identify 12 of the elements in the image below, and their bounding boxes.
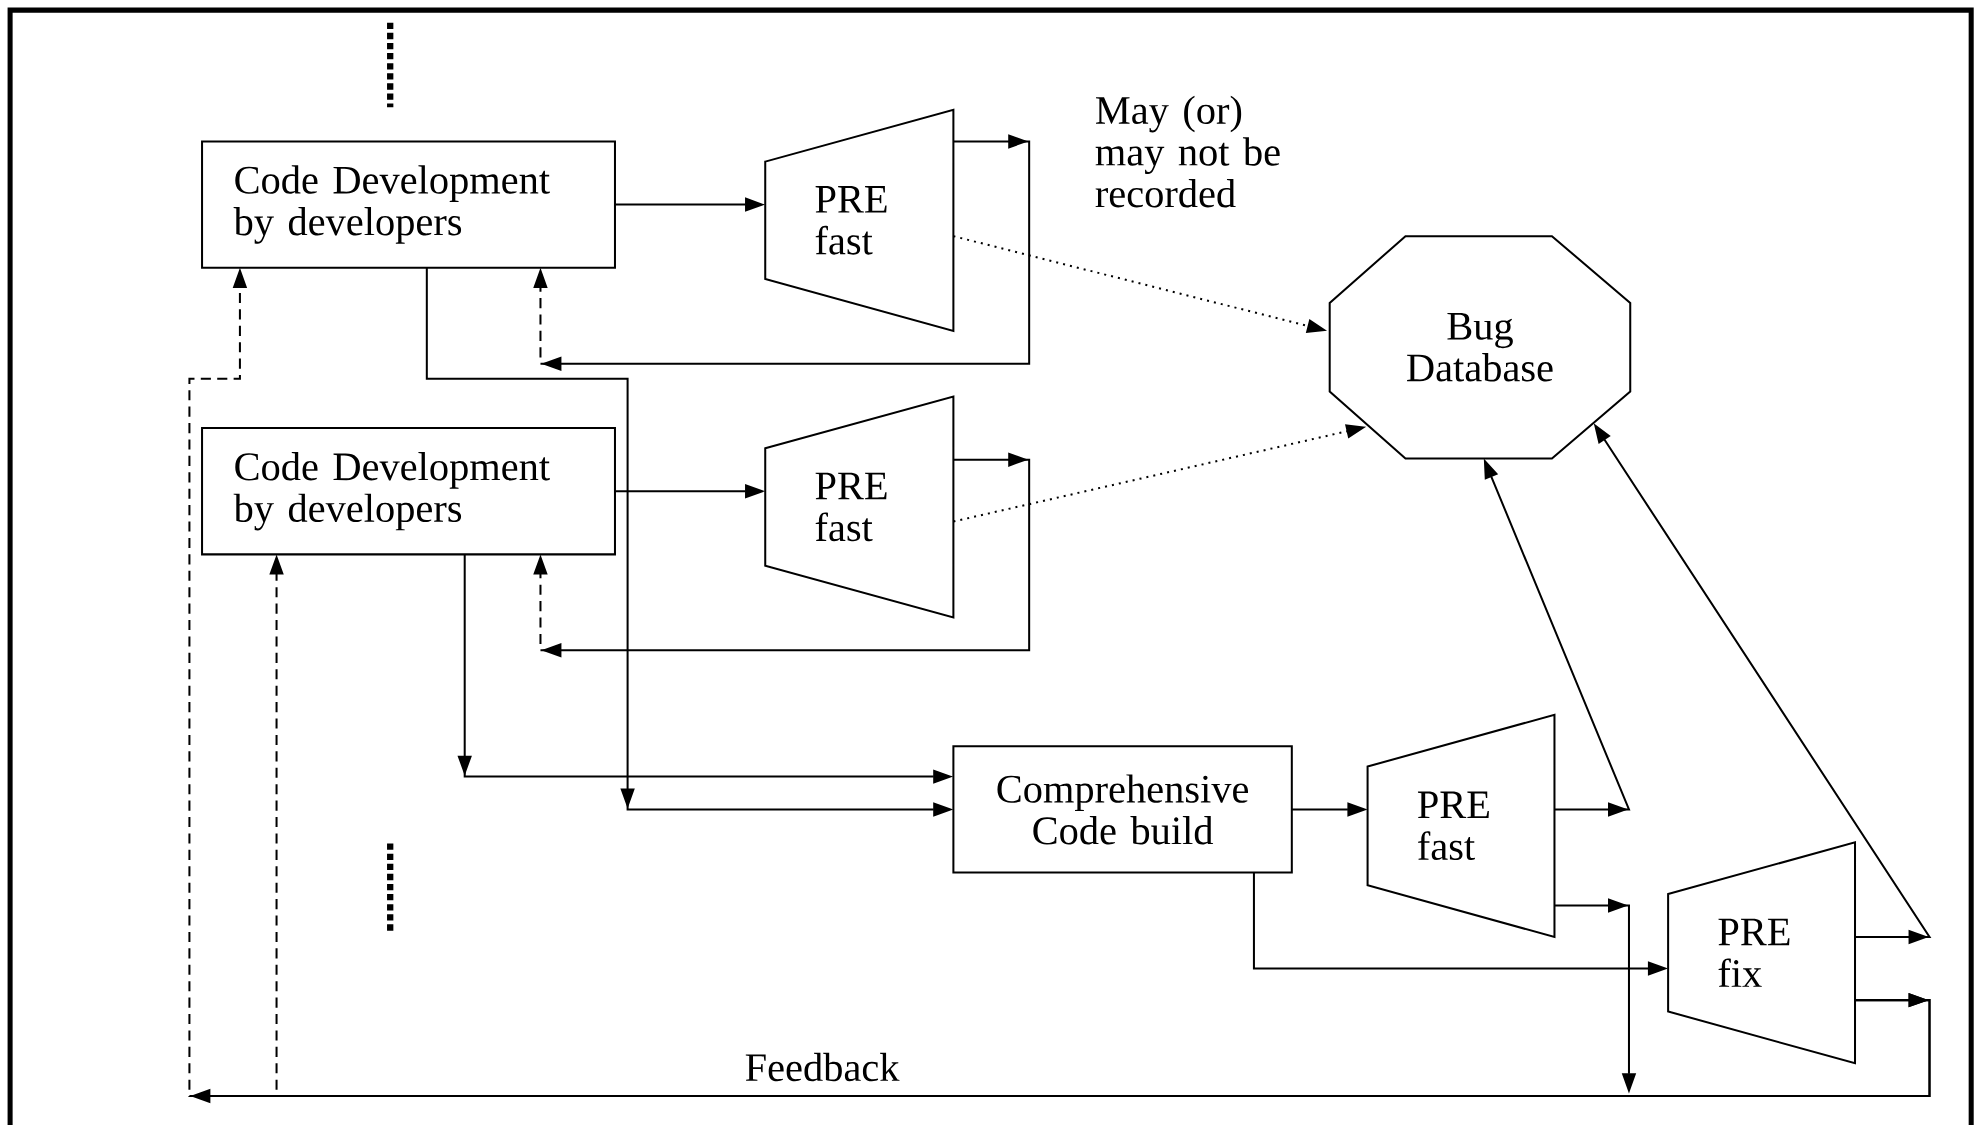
note-text: May (or) may not be recorded (1095, 95, 1280, 208)
process-box: Code Development by developers (201, 140, 616, 269)
trapezoid-block: PRE fast (764, 395, 955, 619)
database-octagon: Bug Database (1328, 235, 1632, 460)
trapezoid-block: PRE fix (1667, 840, 1856, 1065)
arrow (533, 134, 1031, 371)
edge-label: Feedback (742, 1050, 902, 1084)
trapezoid-block: PRE fast (764, 108, 955, 333)
process-box: Code Development by developers (201, 427, 616, 556)
trapezoid-block: PRE fast (1366, 713, 1556, 939)
arrow (533, 452, 1031, 658)
process-box: Comprehensive Code build (952, 745, 1293, 874)
